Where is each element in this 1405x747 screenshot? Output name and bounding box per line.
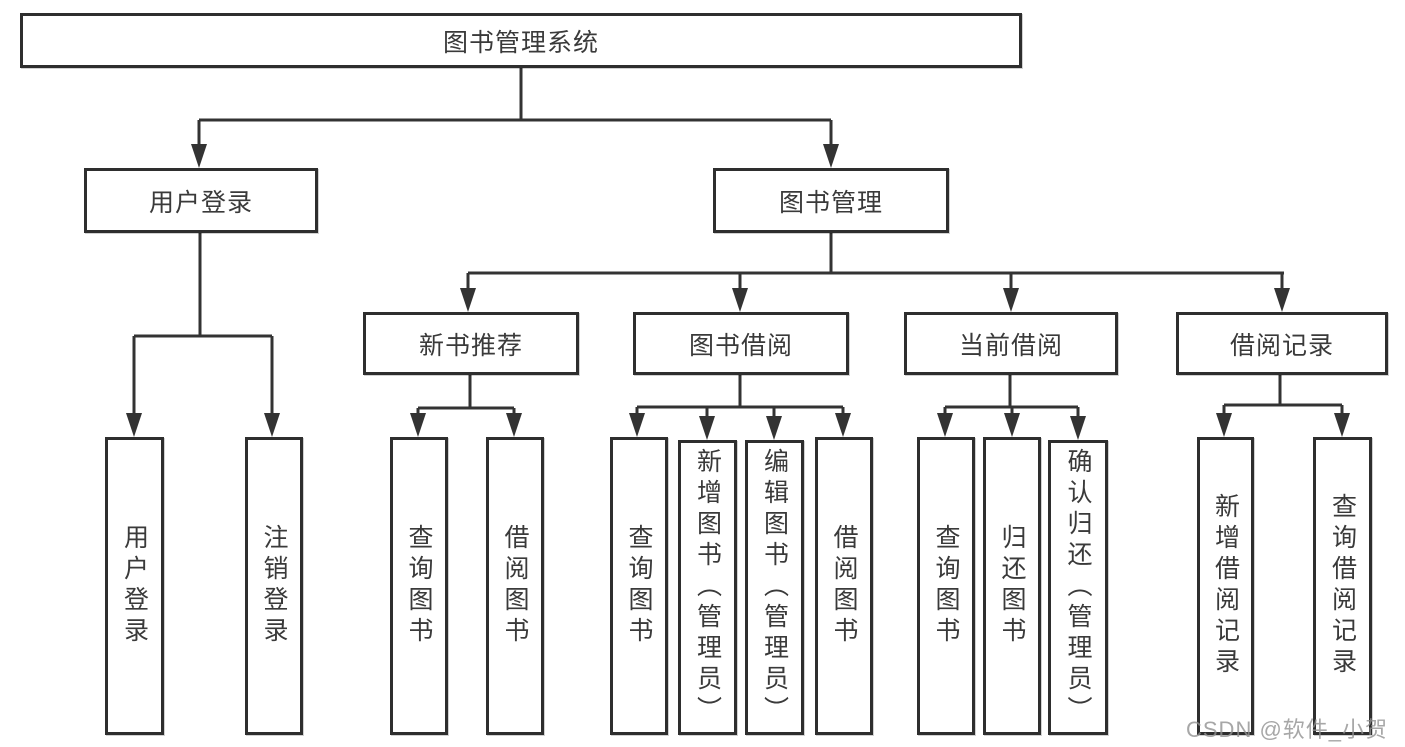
leaf-query-book-borrow: 查询图书 [610,437,668,735]
leaf-borrow-book: 借阅图书 [815,437,873,735]
arrow-down-icon [410,413,426,437]
leaf-query-book-current: 查询图书 [917,437,975,735]
node-borrow-records: 借阅记录 [1176,312,1388,375]
arrow-down-icon [732,288,748,312]
arrow-down-icon [699,416,715,440]
leaf-borrow-book-recommend: 借阅图书 [486,437,544,735]
node-root-library-system: 图书管理系统 [20,13,1022,68]
node-current-borrow: 当前借阅 [904,312,1118,375]
leaf-logout: 注销登录 [245,437,303,735]
arrow-down-icon [1274,288,1290,312]
arrow-down-icon [1334,413,1350,437]
node-book-management: 图书管理 [713,168,949,233]
node-book-borrow: 图书借阅 [633,312,849,375]
leaf-add-borrow-record: 新增借阅记录 [1197,437,1254,735]
leaf-add-book-admin: 新增图书（管理员） [678,440,737,735]
arrow-down-icon [629,413,645,437]
leaf-return-book: 归还图书 [983,437,1041,735]
arrow-down-icon [191,144,207,168]
arrow-down-icon [1070,416,1086,440]
arrow-down-icon [937,413,953,437]
arrow-down-icon [823,144,839,168]
arrowhead-icons [126,144,1350,440]
arrow-down-icon [506,413,522,437]
arrow-down-icon [766,416,782,440]
node-user-login: 用户登录 [84,168,318,233]
leaf-confirm-return-admin: 确认归还（管理员） [1048,440,1108,735]
arrow-down-icon [1003,288,1019,312]
arrow-down-icon [264,413,280,437]
arrow-down-icon [126,413,142,437]
leaf-query-borrow-record: 查询借阅记录 [1313,437,1372,735]
leaf-user-login: 用户登录 [105,437,164,735]
node-new-book-recommend: 新书推荐 [363,312,579,375]
arrow-down-icon [460,288,476,312]
arrow-down-icon [835,413,851,437]
arrow-down-icon [1004,413,1020,437]
leaf-query-book-recommend: 查询图书 [390,437,448,735]
arrow-down-icon [1216,413,1232,437]
leaf-edit-book-admin: 编辑图书（管理员） [745,440,804,735]
